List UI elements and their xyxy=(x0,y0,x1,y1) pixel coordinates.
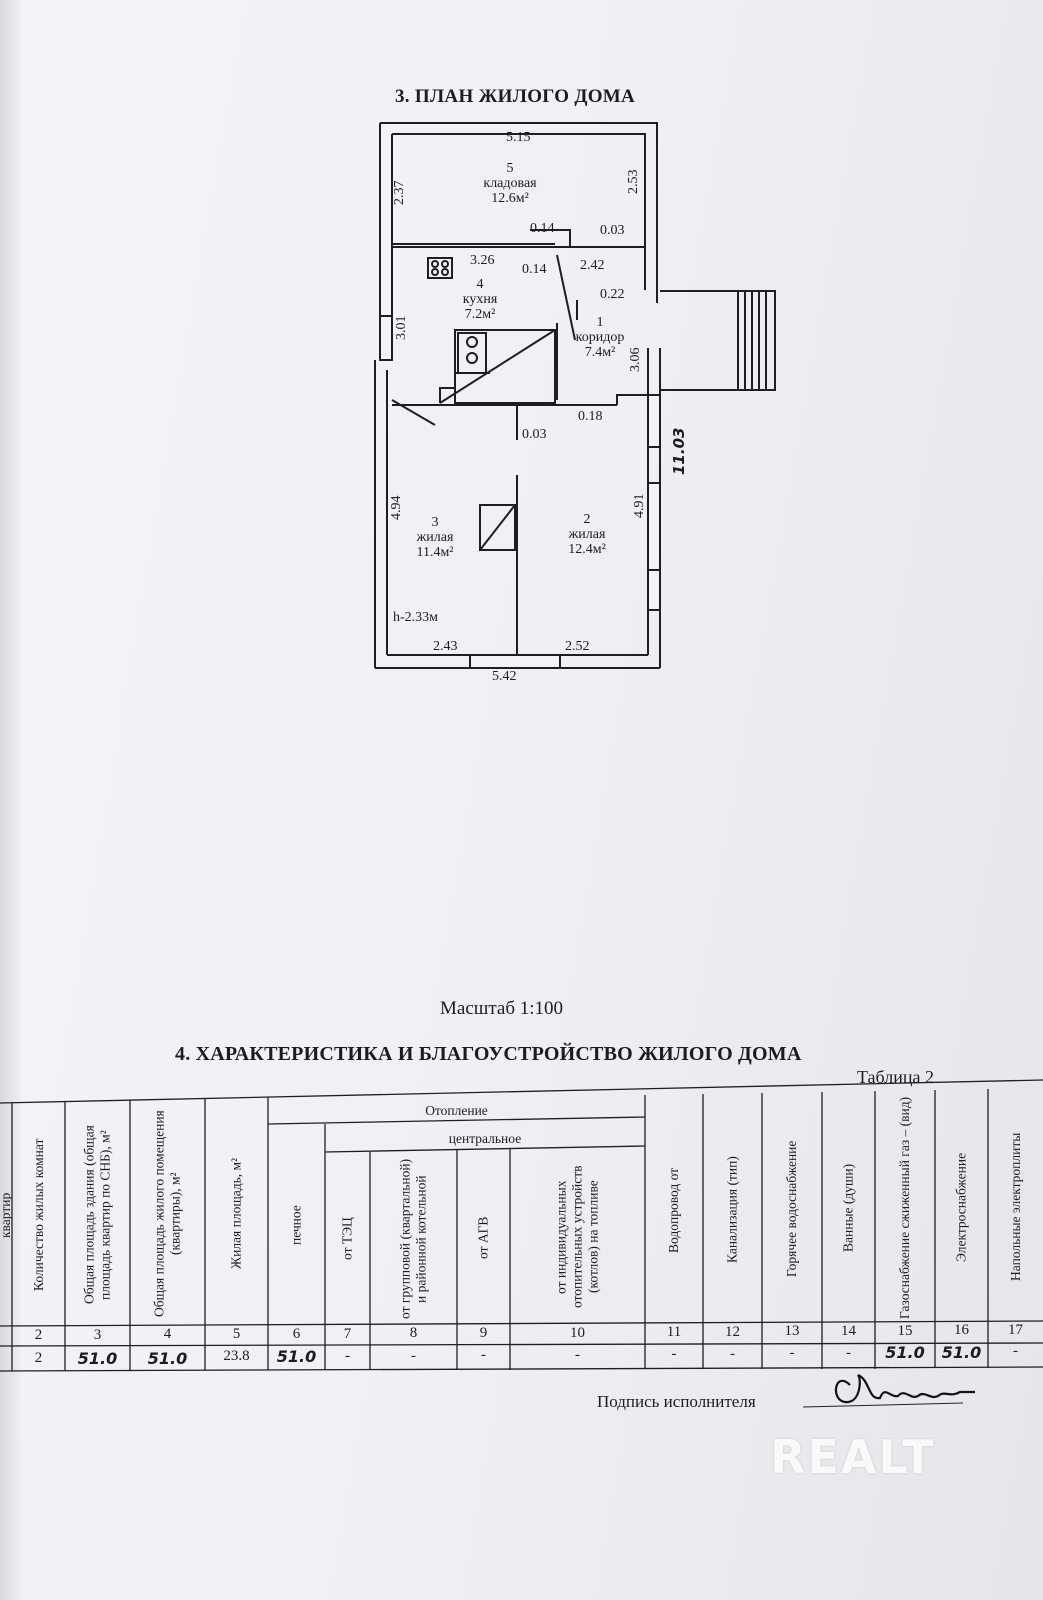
room-area: 11.4м² xyxy=(416,545,454,560)
value-boiler-house: - xyxy=(411,1348,416,1364)
col-number: 7 xyxy=(343,1326,352,1342)
value-gas: 51.0 xyxy=(885,1343,925,1362)
room-name: кладовая xyxy=(483,176,537,191)
room-area: 7.4м² xyxy=(584,345,616,360)
signature-label: Подпись исполнителя xyxy=(597,1392,756,1411)
dim-corridor-width: 2.42 xyxy=(580,258,605,273)
col-number: 11 xyxy=(666,1324,682,1340)
value-individual-devices: - xyxy=(575,1347,580,1363)
room-name: коридор xyxy=(575,330,625,345)
watermark-logo: REALT xyxy=(770,1430,936,1484)
room-number: 5 xyxy=(506,161,514,176)
value-floor-stoves: - xyxy=(1013,1343,1018,1359)
page-edge xyxy=(0,0,20,1600)
value-living-area: 23.8 xyxy=(223,1348,250,1364)
col-number: 10 xyxy=(570,1325,585,1341)
value-stove-heating: 51.0 xyxy=(276,1347,317,1366)
dim-kitchen-width: 3.26 xyxy=(470,253,495,268)
room-number: 2 xyxy=(583,512,591,527)
room-storage: 5 кладовая 12.6м² xyxy=(470,161,550,206)
col-number: 3 xyxy=(93,1327,102,1343)
value-rooms-count: 2 xyxy=(34,1350,43,1366)
dim-0-22: 0.22 xyxy=(600,287,625,302)
room-living-3: 3 жилая 11.4м² xyxy=(400,515,470,560)
col-number: 4 xyxy=(163,1326,172,1342)
col-number: 9 xyxy=(479,1325,488,1341)
dim-0-18: 0.18 xyxy=(578,409,603,424)
col-number: 15 xyxy=(897,1323,913,1339)
plan-title: 3. ПЛАН ЖИЛОГО ДОМА xyxy=(395,86,636,107)
col-number: 2 xyxy=(34,1327,43,1343)
dim-0-14-b: 0.14 xyxy=(522,262,547,277)
col-number: 8 xyxy=(409,1325,418,1341)
value-total-area-dwelling: 51.0 xyxy=(147,1349,188,1368)
col-number: 17 xyxy=(1008,1322,1023,1338)
col-number: 5 xyxy=(232,1326,241,1342)
dim-bottom-right: 2.52 xyxy=(565,639,590,654)
dim-bottom-left: 2.43 xyxy=(433,639,458,654)
group-central-header: центральное xyxy=(448,1131,522,1146)
dim-0-03-a: 0.03 xyxy=(600,223,625,238)
room-area: 7.2м² xyxy=(464,307,496,322)
room-number: 4 xyxy=(476,277,484,292)
value-electricity: 51.0 xyxy=(941,1343,982,1362)
dim-0-03-b: 0.03 xyxy=(522,427,547,442)
value-sewer: - xyxy=(730,1346,735,1362)
scale-label: Масштаб 1:100 xyxy=(440,998,564,1019)
room-number: 3 xyxy=(431,515,439,530)
value-total-area-building: 51.0 xyxy=(77,1349,118,1368)
value-tec: - xyxy=(345,1348,350,1364)
value-hot-water: - xyxy=(789,1345,795,1361)
room-living-2: 2 жилая 12.4м² xyxy=(552,512,622,557)
room-corridor: 1 коридор 7.4м² xyxy=(560,315,640,360)
room-name: жилая xyxy=(416,530,454,545)
value-agv: - xyxy=(481,1347,486,1363)
height-label: h-2.33м xyxy=(393,610,439,625)
col-number: 16 xyxy=(954,1322,969,1338)
room-name: жилая xyxy=(568,527,606,542)
col-number: 13 xyxy=(784,1323,800,1339)
room-kitchen: 4 кухня 7.2м² xyxy=(445,277,515,322)
room-name: кухня xyxy=(462,292,498,307)
room-area: 12.4м² xyxy=(568,542,606,557)
value-baths: - xyxy=(846,1345,851,1361)
col-number: 12 xyxy=(725,1324,740,1340)
group-heating-header: Отопление xyxy=(425,1103,488,1118)
dim-0-14-a: 0.14 xyxy=(530,221,555,236)
table-label: Таблица 2 xyxy=(857,1067,934,1087)
col-number: 14 xyxy=(841,1323,856,1339)
dim-bottom-total: 5.42 xyxy=(492,669,517,684)
room-area: 12.6м² xyxy=(491,191,529,206)
col-number: 6 xyxy=(292,1326,301,1342)
value-water: - xyxy=(671,1346,677,1362)
section4-title: 4. ХАРАКТЕРИСТИКА И БЛАГОУСТРОЙСТВО ЖИЛО… xyxy=(175,1043,802,1065)
dim-top-width: 5.15 xyxy=(506,130,531,145)
room-number: 1 xyxy=(596,315,604,330)
